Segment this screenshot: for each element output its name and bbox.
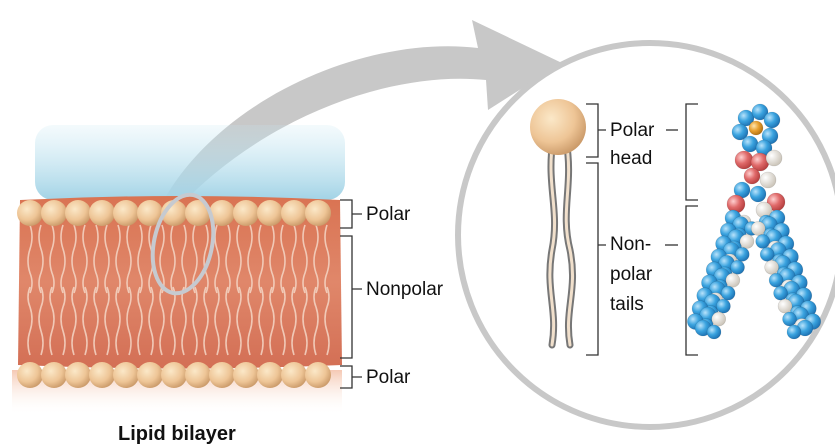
phospholipid-head bbox=[530, 99, 586, 155]
label-bottom-polar: Polar bbox=[366, 366, 410, 390]
polar-head-top bbox=[257, 200, 283, 226]
model-atom-left-chain bbox=[731, 260, 745, 274]
polar-head-bottom bbox=[65, 362, 91, 388]
model-atom-left-chain bbox=[716, 299, 730, 313]
model-atom-right-chain bbox=[751, 221, 765, 235]
label-nonpolar: Nonpolar bbox=[366, 278, 443, 302]
model-atom bbox=[764, 112, 780, 128]
label-tails-line1: Non- bbox=[610, 233, 651, 257]
polar-head-top bbox=[281, 200, 307, 226]
model-atom-right-chain bbox=[778, 299, 792, 313]
polar-head-top bbox=[89, 200, 115, 226]
polar-head-bottom bbox=[161, 362, 187, 388]
model-atom-left-chain bbox=[726, 273, 740, 287]
model-atom-right-chain bbox=[765, 260, 779, 274]
polar-head-top bbox=[41, 200, 67, 226]
bilayer-brackets bbox=[340, 200, 362, 388]
polar-head-bottom bbox=[113, 362, 139, 388]
polar-head-top bbox=[65, 200, 91, 226]
polar-head-top bbox=[17, 200, 43, 226]
model-atom-right-chain bbox=[787, 325, 801, 339]
model-atom bbox=[744, 168, 760, 184]
polar-head-bottom bbox=[17, 362, 43, 388]
polar-head-bottom bbox=[233, 362, 259, 388]
model-atom bbox=[749, 121, 763, 135]
model-atom-right-chain bbox=[783, 312, 797, 326]
polar-head-top bbox=[113, 200, 139, 226]
model-atom-left-chain bbox=[740, 234, 754, 248]
bracket-top-polar bbox=[340, 200, 362, 228]
model-atom bbox=[742, 136, 758, 152]
model-atom bbox=[760, 172, 776, 188]
polar-head-top bbox=[305, 200, 331, 226]
polar-head-bottom bbox=[305, 362, 331, 388]
caption-lipid-bilayer: Lipid bilayer bbox=[118, 423, 236, 446]
polar-head-top bbox=[233, 200, 259, 226]
model-atom bbox=[750, 186, 766, 202]
polar-head-bottom bbox=[137, 362, 163, 388]
water-region bbox=[35, 125, 345, 200]
model-atom bbox=[766, 150, 782, 166]
polar-head-bottom bbox=[257, 362, 283, 388]
label-tails-line2: polar bbox=[610, 263, 652, 287]
polar-head-bottom bbox=[185, 362, 211, 388]
model-atom-right-chain bbox=[769, 273, 783, 287]
label-polar-head-line2: head bbox=[610, 147, 652, 171]
label-polar-head-line1: Polar bbox=[610, 119, 654, 143]
polar-head-bottom bbox=[209, 362, 235, 388]
polar-head-bottom bbox=[41, 362, 67, 388]
label-top-polar: Polar bbox=[366, 203, 410, 227]
bracket-bottom-polar bbox=[340, 366, 362, 388]
polar-head-bottom bbox=[89, 362, 115, 388]
model-atom-right-chain bbox=[774, 286, 788, 300]
polar-head-bottom bbox=[281, 362, 307, 388]
model-atom-left-chain bbox=[712, 312, 726, 326]
bracket-nonpolar bbox=[340, 236, 362, 358]
model-atom-left-chain bbox=[735, 247, 749, 261]
label-tails-line3: tails bbox=[610, 293, 644, 317]
model-atom bbox=[735, 151, 753, 169]
lipid-bilayer bbox=[12, 125, 345, 415]
model-atom-left-chain bbox=[707, 325, 721, 339]
model-atom-right-chain bbox=[760, 247, 774, 261]
model-atom-right-chain bbox=[756, 234, 770, 248]
model-atom-left-chain bbox=[721, 286, 735, 300]
